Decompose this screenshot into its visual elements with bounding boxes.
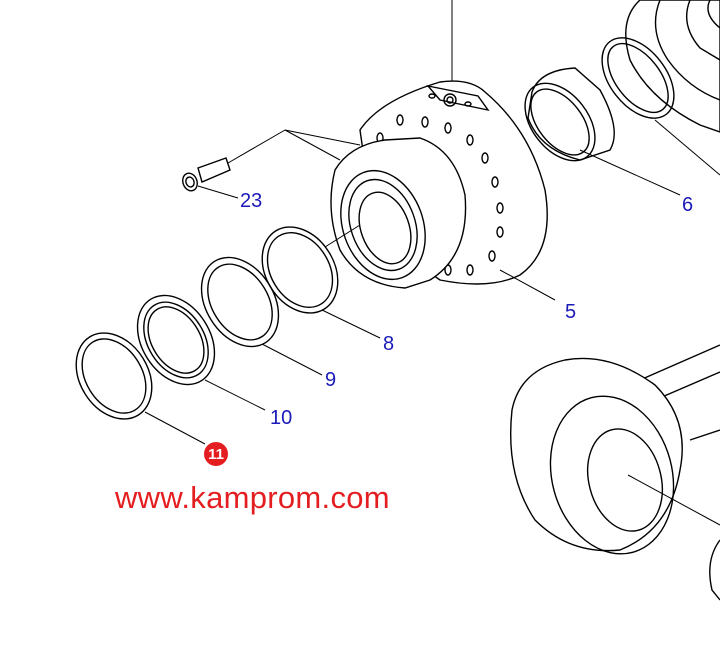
part-label-8: 8 (383, 333, 394, 355)
seal-ring-part-6b (601, 37, 675, 119)
leader-23 (197, 185, 239, 199)
seal-ring-part-11 (75, 332, 206, 445)
part-label-23: 23 (240, 190, 262, 212)
part-label-11: 11 (208, 446, 224, 463)
bolt-part-23 (182, 129, 361, 199)
part-label-10: 10 (270, 407, 292, 429)
seal-ring-part-9 (200, 256, 323, 376)
leader-5 (499, 269, 556, 301)
leader-6 (579, 149, 681, 196)
upper-right-cylinder (625, 0, 720, 176)
part-label-9: 9 (325, 369, 336, 391)
bushing-part-6 (524, 67, 681, 196)
leader-9 (261, 343, 323, 376)
housing-part-5 (330, 80, 556, 301)
leader-23-to-housing (227, 129, 286, 164)
part-label-5: 5 (565, 301, 576, 323)
seal-ring-part-10 (136, 294, 266, 411)
leader-10 (204, 379, 266, 411)
leader-8 (321, 309, 381, 339)
part-label-6: 6 (682, 194, 693, 216)
leader-11 (144, 411, 206, 445)
highlight-badge-11 (204, 442, 228, 466)
website-watermark: www.kamprom.com (114, 480, 390, 515)
lower-roller (509, 344, 720, 601)
